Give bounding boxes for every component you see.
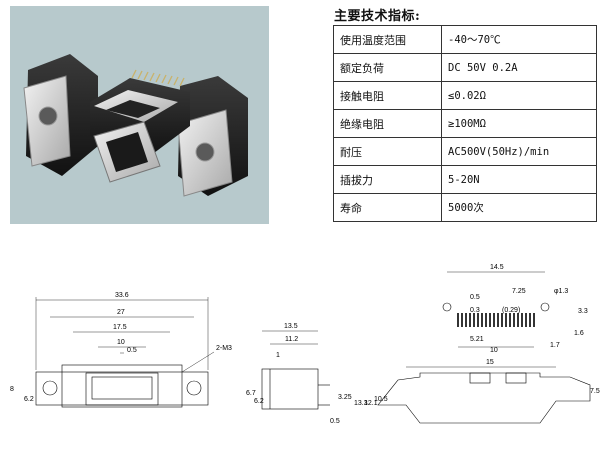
pcb-footprint-view: [442, 271, 550, 348]
dim-label: 17.5: [113, 324, 127, 331]
dim-label: 11.2: [285, 336, 298, 343]
dim-label: 5.21: [470, 336, 484, 343]
dim-label: 10: [490, 347, 498, 354]
spec-label: 绝缘电阻: [333, 109, 442, 138]
spec-value: ≥100MΩ: [441, 109, 597, 138]
dim-label: 0.5: [127, 347, 137, 354]
dim-label: 15: [486, 359, 494, 366]
dim-label: 27: [117, 309, 125, 316]
dim-label: 10.5: [374, 396, 388, 403]
front-view: [35, 297, 215, 408]
dim-label: 2-M3: [216, 345, 232, 352]
dim-label: 1.6: [574, 330, 584, 337]
dim-label: (0.29): [502, 307, 520, 314]
dim-label: 3.3: [578, 308, 588, 315]
spec-label: 使用温度范围: [333, 25, 442, 54]
table-row: 使用温度范围-40～70℃: [333, 25, 597, 54]
dim-label: 0.5: [330, 418, 340, 425]
spec-value: AC500V(50Hz)/min: [441, 137, 597, 166]
dim-label: 13.3: [354, 400, 368, 407]
spec-label: 额定负荷: [333, 53, 442, 82]
spec-value: DC 50V 0.2A: [441, 53, 597, 82]
spec-value: 5-20N: [441, 165, 597, 194]
dim-label: 14.5: [490, 264, 504, 271]
dim-label: 12.1: [364, 400, 378, 407]
dim-label: 3.25: [338, 394, 352, 401]
spec-label: 寿命: [333, 193, 442, 222]
technical-drawing: 33.6 27 17.5 10 0.5 2-M3 8 6.2 13.5 11.2…: [10, 264, 600, 425]
dim-label: 7.25: [512, 288, 526, 295]
dim-label: 10: [117, 339, 125, 346]
dim-label: 8: [10, 386, 14, 393]
dim-label: 1.7: [550, 342, 560, 349]
spec-value: -40～70℃: [441, 25, 597, 54]
dim-label: 13.5: [284, 323, 298, 330]
spec-value: ≤0.02Ω: [441, 81, 597, 110]
dim-label: 0.5: [470, 294, 480, 301]
dim-label: 6.7: [246, 390, 256, 397]
side-view: [261, 330, 330, 410]
dim-label: 33.6: [115, 292, 129, 299]
dim-label: 6.2: [24, 396, 34, 403]
dim-label: 6.2: [254, 398, 264, 405]
table-row: 绝缘电阻≥100MΩ: [333, 109, 597, 138]
dim-label: 1: [276, 352, 280, 359]
dim-label: φ1.3: [554, 288, 568, 295]
table-row: 接触电阻≤0.02Ω: [333, 81, 597, 110]
dim-label: 0.3: [470, 307, 480, 314]
spec-label: 耐压: [333, 137, 442, 166]
spec-label: 接触电阻: [333, 81, 442, 110]
profile-view: [377, 366, 591, 424]
spec-title: 主要技术指标:: [334, 9, 421, 24]
product-photo: [10, 6, 269, 224]
connector-photo-illustration: [23, 54, 248, 197]
spec-label: 插拔力: [333, 165, 442, 194]
dim-label: 7.5: [590, 388, 600, 395]
spec-value: 5000次: [441, 193, 597, 222]
